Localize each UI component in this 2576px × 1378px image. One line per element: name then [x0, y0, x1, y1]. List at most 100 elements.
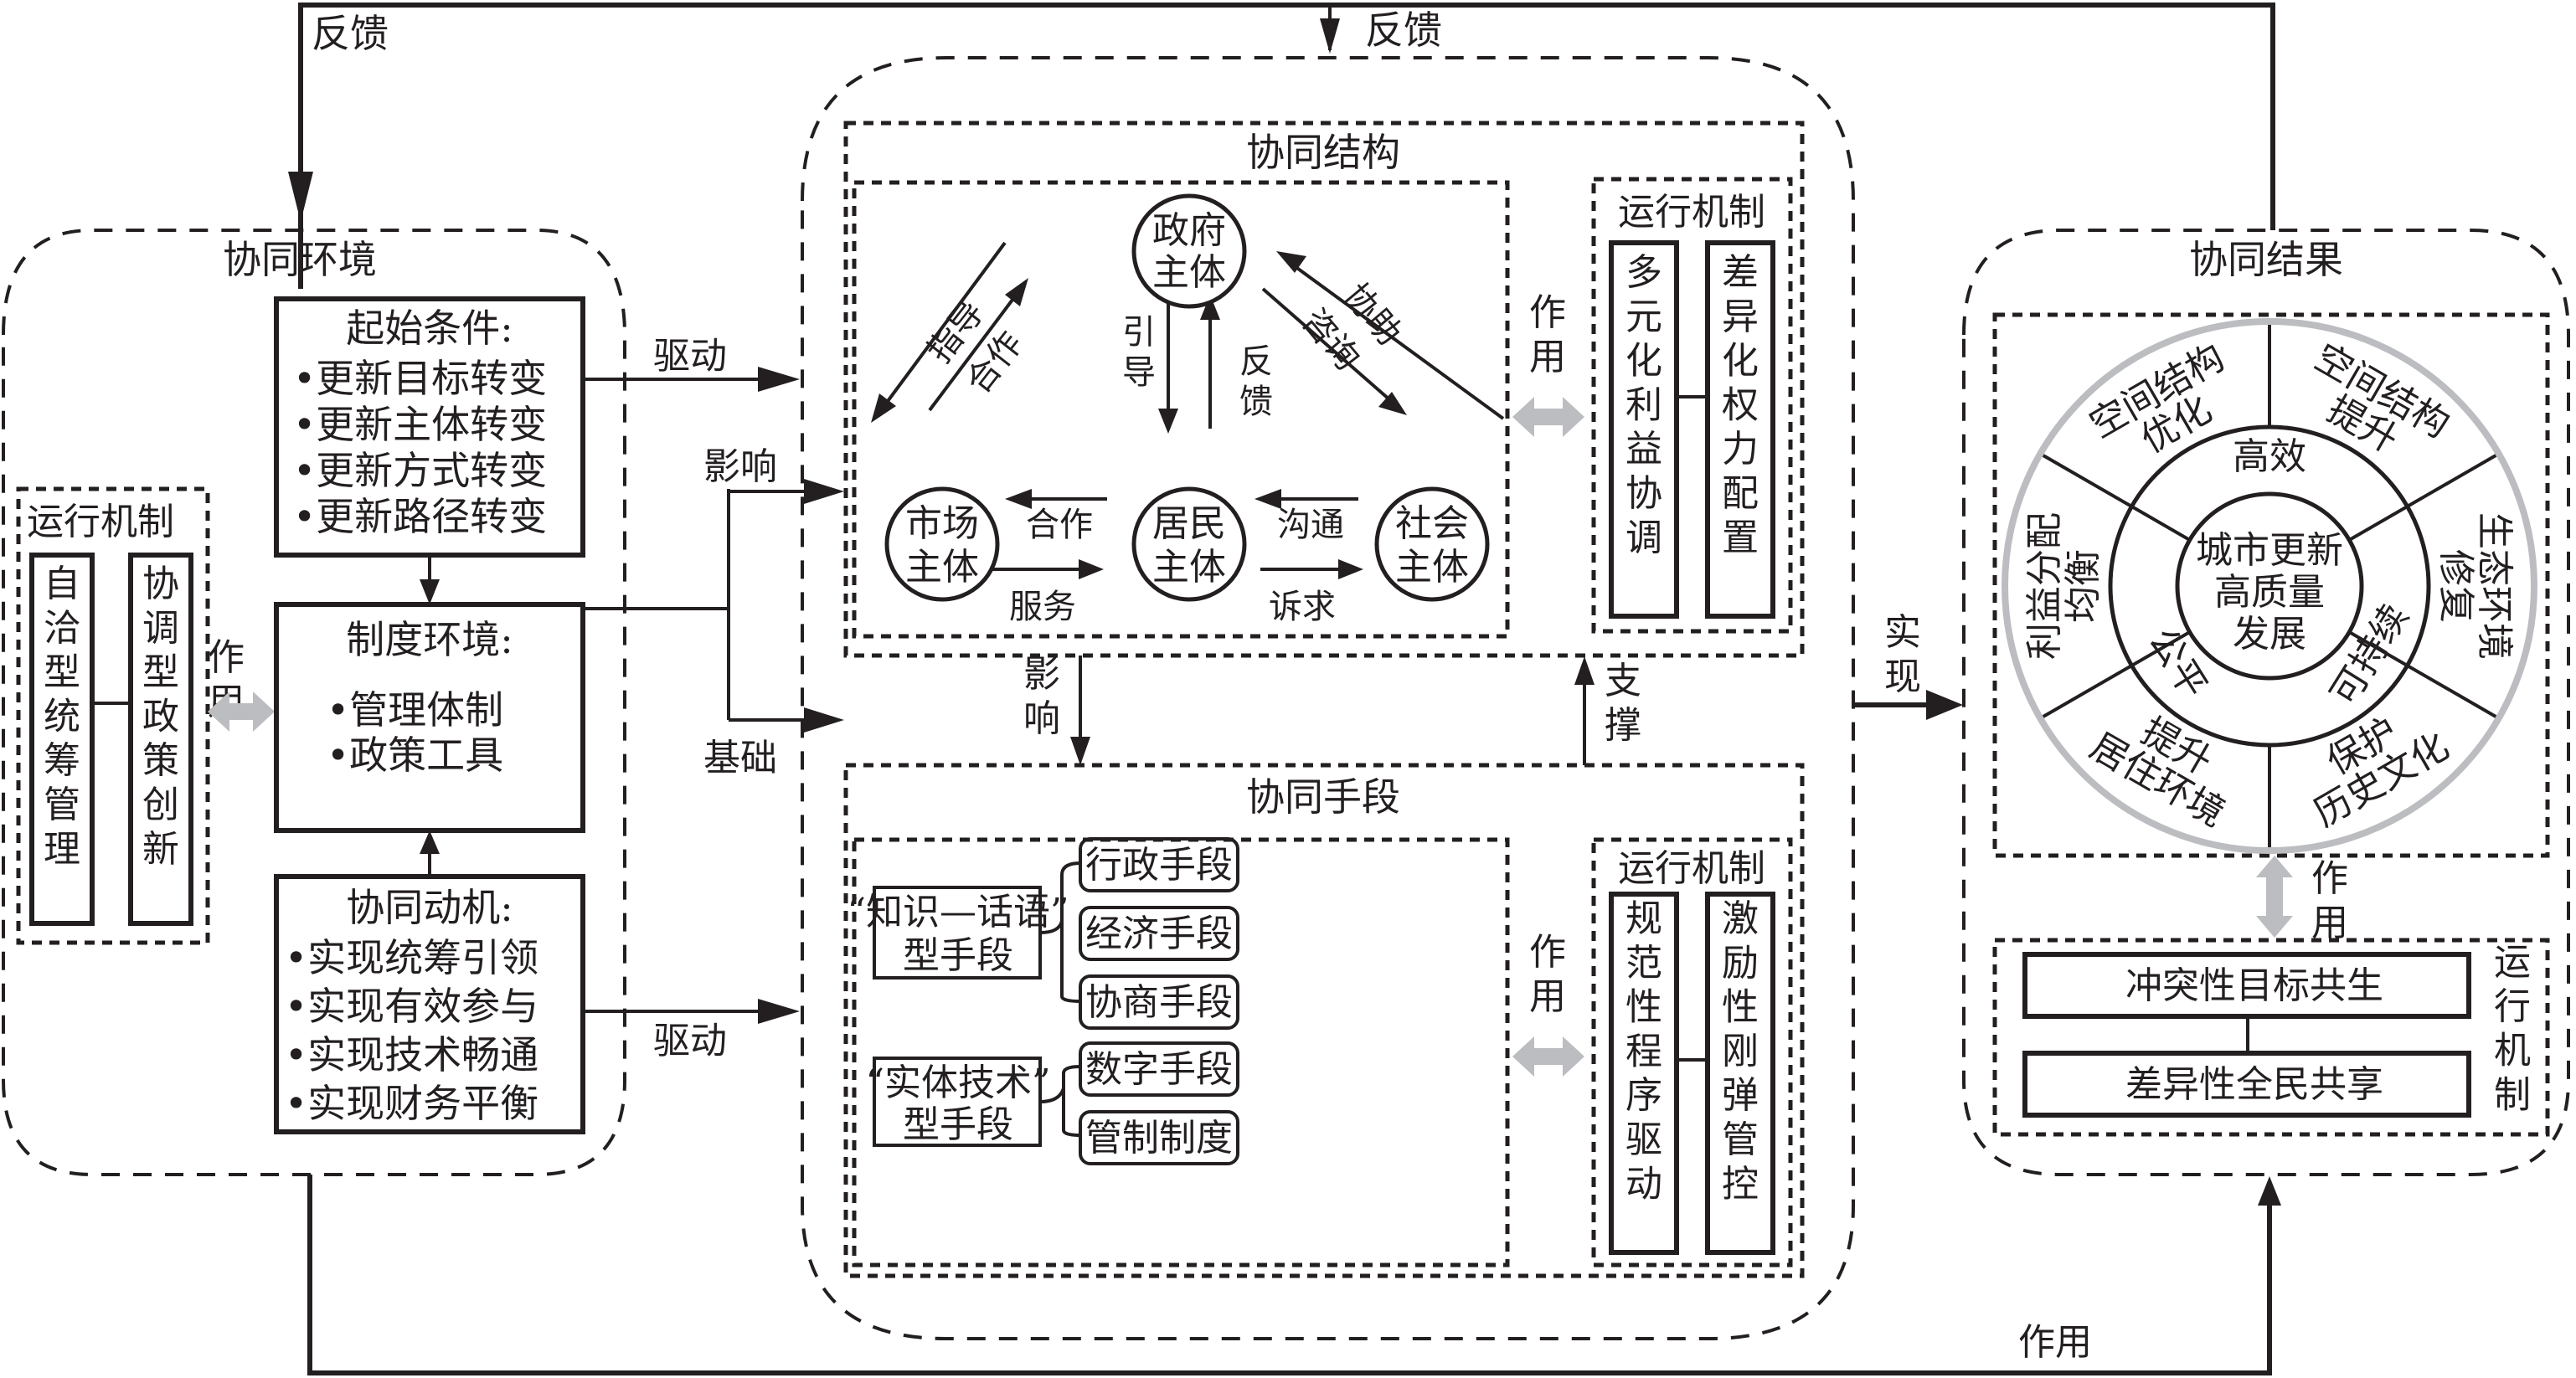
- environment-mechanism-title: 运行机制: [27, 501, 174, 543]
- start-condition-item: •更新主体转变: [293, 402, 547, 447]
- arrowhead: [871, 393, 896, 423]
- bottom-action-loop: 作用: [307, 1175, 2281, 1375]
- edge-market-gov: [928, 288, 1022, 412]
- node-society: [1374, 486, 1490, 602]
- action-double-arrow-icon: [208, 692, 275, 732]
- results-mechanism-title: 运行机制: [2494, 941, 2531, 1116]
- wheel-outer-ring: [2002, 318, 2537, 854]
- motivation-item: •实现统筹引领: [285, 935, 538, 980]
- wheel-center: [2175, 491, 2364, 681]
- means-section: 协同手段 “知识—话语” 型手段 行政手段 经济手段 协商手段 “实体技术” 型…: [843, 763, 1805, 1278]
- means-item-regulation: 管制制度: [1085, 1117, 1233, 1159]
- means-group-technology-brace: [1039, 1065, 1081, 1137]
- means-item-digital: 数字手段: [1085, 1048, 1233, 1091]
- edge-gov-society: [1261, 287, 1399, 408]
- node-market: [884, 486, 1000, 602]
- node-resident-line1: 居民: [1152, 502, 1226, 545]
- start-conditions-list: •更新目标转变 •更新主体转变 •更新方式转变 •更新路径转变: [293, 356, 547, 539]
- feedback-arrowhead-center: [1320, 18, 1340, 54]
- node-market-line1: 市场: [905, 502, 979, 545]
- mechanism-item-text-0: 规范性程序驱动: [1625, 897, 1662, 1206]
- institution-item: •政策工具: [327, 733, 503, 778]
- node-government-line2: 主体: [1152, 251, 1226, 294]
- outer-sector-label: 生态环境: [2473, 512, 2516, 660]
- feedback-arrowhead-left: [288, 172, 313, 222]
- arrowhead: [1200, 295, 1220, 320]
- wheel-center-line3: 发展: [2233, 613, 2306, 656]
- edge-label-feedback: 反馈: [1239, 342, 1273, 421]
- realize-label: 实现: [1884, 611, 1921, 698]
- start-conditions-title: 起始条件:: [346, 306, 513, 351]
- outer-sector-label: 利益分配: [2023, 512, 2066, 660]
- mechanism-item-self-consistent: [29, 553, 95, 926]
- means-group-technology-line2: 型手段: [903, 1103, 1013, 1146]
- structure-means-links: 影响 支撑: [1023, 653, 1641, 765]
- mechanism-item-text-0: 冲突性目标共生: [2125, 964, 2383, 1007]
- results-title: 协同结果: [2189, 237, 2343, 282]
- means-item: [1079, 906, 1239, 961]
- motivation-title: 协同动机:: [346, 885, 513, 930]
- wheel-spoke: [2348, 630, 2497, 718]
- results-boundary: [1962, 229, 2570, 1176]
- action-double-arrow-icon: [2256, 856, 2293, 938]
- arrowhead: [1005, 489, 1032, 509]
- means-item: [1079, 974, 1239, 1030]
- mechanism-item-text-0: 自洽型统筹管理: [44, 563, 80, 871]
- realize-link: 实现: [1853, 611, 1963, 720]
- arrowhead: [804, 707, 844, 733]
- means-item-economic: 经济手段: [1085, 913, 1233, 955]
- mechanism-item-incentive: [1705, 892, 1775, 1255]
- arrowhead: [758, 367, 800, 392]
- results-section: 协同结果 城市更新 高质量 发展 高效 可持续 公平 空间结构提升生态环境修复历…: [1962, 229, 2570, 1176]
- means-group-knowledge-line2: 型手段: [903, 934, 1013, 977]
- outer-sector-label: 均衡: [2062, 549, 2105, 623]
- arrowhead: [1070, 737, 1090, 765]
- environment-links: 驱动 影响 基础 驱动: [583, 335, 844, 1062]
- means-group-knowledge-line1: “知识—话语”: [848, 891, 1069, 933]
- node-society-line2: 主体: [1395, 546, 1469, 589]
- arrowhead: [1338, 559, 1363, 579]
- feedback-loop: 反馈 反馈: [288, 3, 2275, 289]
- edge-label-lead: 引导: [1122, 313, 1156, 392]
- mechanism-item-text-1: 激励性刚弹管控: [1722, 897, 1759, 1206]
- arrowhead: [1378, 392, 1407, 415]
- node-society-line1: 社会: [1395, 502, 1469, 545]
- structure-mechanism-title: 运行机制: [1618, 191, 1765, 234]
- node-government-line1: 政府: [1152, 209, 1226, 252]
- feedback-line: [298, 3, 2275, 289]
- motivation-item: •实现财务平衡: [285, 1081, 538, 1126]
- node-market-line2: 主体: [905, 546, 979, 589]
- node-resident: [1131, 486, 1247, 602]
- motivation-box: [274, 874, 585, 1134]
- start-condition-item: •更新目标转变: [293, 356, 547, 401]
- mechanism-item-text-0: 多元化利益协调: [1625, 251, 1662, 559]
- structure-means-boundary: [801, 56, 1855, 1340]
- foundation-label: 基础: [703, 737, 777, 779]
- feedback-label-left: 反馈: [312, 11, 389, 56]
- action-double-arrow-icon: [1512, 397, 1584, 437]
- environment-mechanism-box: [16, 486, 210, 945]
- arrowhead: [1574, 656, 1595, 685]
- structure-to-means-label: 影响: [1023, 653, 1060, 740]
- means-item: [1079, 1041, 1239, 1097]
- means-item: [1079, 837, 1239, 892]
- environment-title: 协同环境: [223, 237, 377, 282]
- arrowhead: [1005, 278, 1028, 306]
- means-mechanism-box: [1591, 837, 1793, 1267]
- arrowhead: [804, 479, 844, 504]
- institution-output-line: [583, 489, 730, 610]
- outer-sector-label: 修复: [2434, 549, 2477, 623]
- edge-label-communicate: 沟通: [1277, 506, 1344, 544]
- edge-label-service: 服务: [1009, 588, 1076, 626]
- bottom-action-line: [307, 1175, 2272, 1375]
- influence-label: 影响: [703, 445, 777, 488]
- action-double-arrow-icon: [1512, 1036, 1584, 1077]
- arrowhead: [2258, 1176, 2281, 1206]
- structure-title: 协同结构: [1246, 130, 1400, 175]
- wheel-center-line1: 城市更新: [2196, 529, 2343, 572]
- feedback-label-center: 反馈: [1365, 8, 1442, 53]
- edge-gov-market: [879, 241, 1007, 412]
- mechanism-item-coordinated: [128, 553, 193, 926]
- means-group-technology-line1: “实体技术”: [866, 1062, 1051, 1104]
